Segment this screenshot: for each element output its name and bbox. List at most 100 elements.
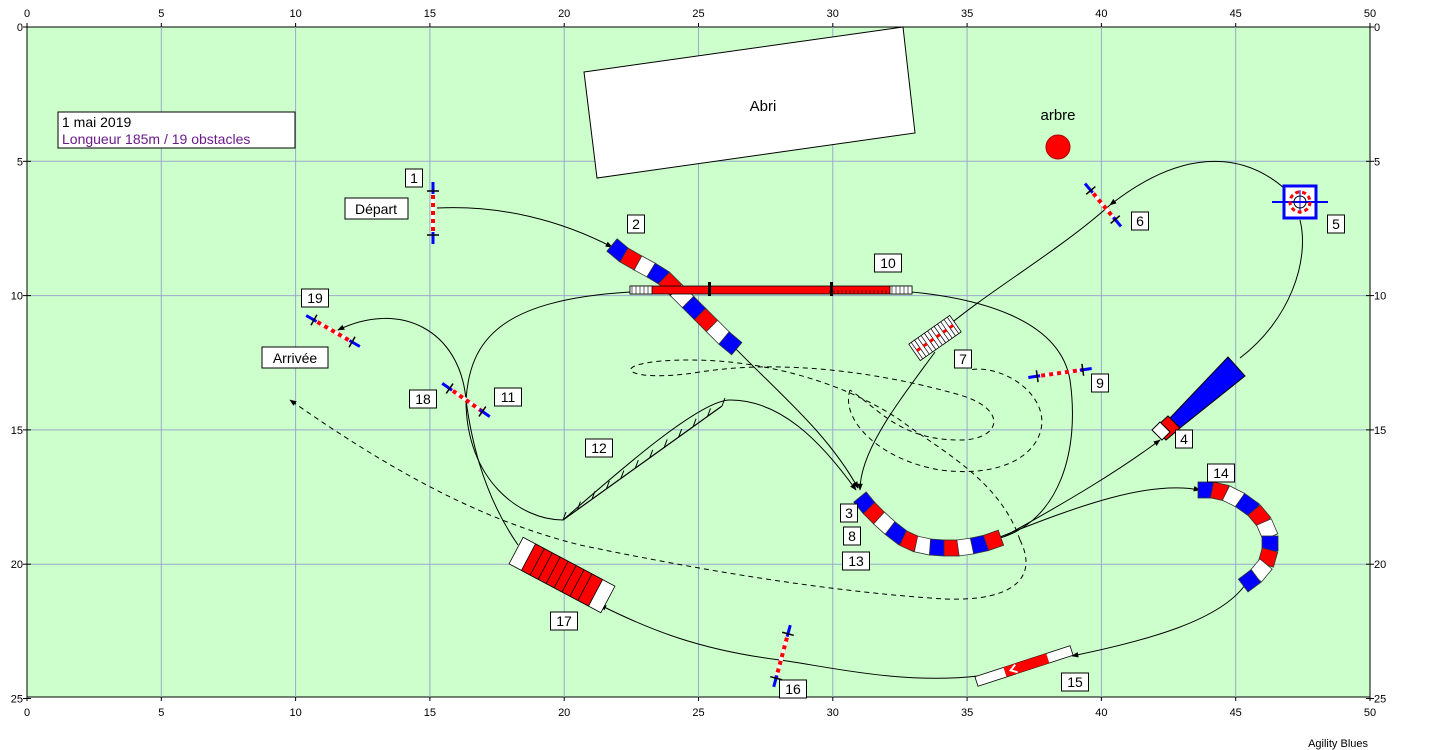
course-date: 1 mai 2019	[62, 114, 131, 130]
x-tick-label: 25	[692, 707, 704, 719]
obstacle-number-8: 8	[843, 526, 861, 546]
shelter: Abri	[583, 26, 916, 179]
svg-text:13: 13	[848, 553, 864, 569]
x-tick-label: 50	[1364, 707, 1376, 719]
seesaw-15	[974, 645, 1074, 687]
obstacle-number-3: 3	[840, 503, 858, 523]
svg-text:15: 15	[1067, 674, 1083, 690]
x-tick-label: 15	[424, 707, 436, 719]
tunnel-14	[1197, 481, 1279, 593]
obstacle-number-10: 10	[874, 253, 902, 273]
axis-ticks: 0055101015152020252530303535404045455050…	[11, 8, 1387, 719]
jump-19	[305, 314, 361, 348]
obstacle-number-13: 13	[842, 551, 870, 571]
svg-text:1: 1	[410, 170, 418, 186]
obstacle-number-18: 18	[409, 389, 437, 409]
jump-1	[427, 182, 439, 244]
svg-text:11: 11	[501, 389, 516, 405]
obstacle-number-9: 9	[1091, 373, 1109, 393]
x-tick-label: 20	[558, 707, 570, 719]
tunnel-2	[606, 238, 743, 356]
obstacle-number-11: 11	[494, 387, 522, 407]
tunnel-3-8-13	[853, 491, 1005, 557]
obstacle-number-2: 2	[627, 214, 645, 234]
x-tick-label: 40	[1095, 707, 1107, 719]
x-tick-label: 5	[158, 707, 164, 719]
y-tick-label: 0	[1374, 22, 1380, 34]
x-tick-label: 35	[961, 8, 973, 20]
obstacle-number-14: 14	[1207, 463, 1235, 483]
x-tick-label: 45	[1230, 8, 1242, 20]
x-tick-label: 30	[827, 8, 839, 20]
x-tick-label: 20	[558, 8, 570, 20]
svg-text:12: 12	[591, 440, 607, 456]
start-label: Départ	[355, 201, 397, 217]
jump-9	[1028, 363, 1092, 383]
x-tick-label: 50	[1364, 8, 1376, 20]
y-tick-label: 25	[1374, 694, 1386, 706]
svg-text:14: 14	[1213, 465, 1229, 481]
x-tick-label: 40	[1095, 8, 1107, 20]
course-length: Longueur 185m / 19 obstacles	[62, 131, 250, 147]
obstacle-number-17: 17	[550, 611, 578, 631]
y-tick-label: 10	[11, 291, 23, 303]
dog-walk-10	[629, 282, 913, 296]
finish-label: Arrivée	[273, 350, 318, 366]
svg-text:4: 4	[1180, 431, 1188, 447]
x-tick-label: 15	[424, 8, 436, 20]
wall-7	[908, 314, 962, 362]
x-tick-label: 5	[158, 8, 164, 20]
x-tick-label: 10	[289, 707, 301, 719]
svg-text:5: 5	[1332, 216, 1340, 232]
y-tick-label: 20	[11, 559, 23, 571]
y-tick-label: 20	[1374, 559, 1386, 571]
svg-text:17: 17	[556, 613, 572, 629]
svg-text:3: 3	[845, 505, 853, 521]
y-tick-label: 15	[1374, 425, 1386, 437]
finish-label-box: Arrivée	[261, 346, 329, 369]
y-tick-label: 0	[17, 22, 23, 34]
obstacle-number-4: 4	[1175, 429, 1193, 449]
tree-icon	[1045, 134, 1071, 160]
x-tick-label: 30	[827, 707, 839, 719]
tree-label: arbre	[1040, 107, 1075, 124]
obstacle-number-1: 1	[405, 168, 423, 188]
table-5	[1272, 184, 1328, 220]
y-tick-label: 10	[1374, 291, 1386, 303]
y-tick-label: 5	[17, 156, 23, 168]
jump-16	[770, 624, 794, 688]
obstacle-number-12: 12	[585, 438, 613, 458]
svg-text:8: 8	[848, 528, 856, 544]
obstacle-number-19: 19	[301, 288, 329, 308]
svg-text:19: 19	[307, 290, 323, 306]
y-tick-label: 25	[11, 694, 23, 706]
x-tick-label: 35	[961, 707, 973, 719]
svg-text:6: 6	[1136, 213, 1144, 229]
obstacle-number-6: 6	[1131, 211, 1149, 231]
footer-credit: Agility Blues	[1308, 738, 1368, 750]
y-tick-label: 5	[1374, 156, 1380, 168]
tree: arbre	[1040, 107, 1076, 160]
x-tick-label: 0	[24, 8, 30, 20]
obstacles	[305, 182, 1328, 688]
obstacle-number-5: 5	[1327, 214, 1345, 234]
obstacle-number-7: 7	[954, 349, 972, 369]
y-tick-label: 15	[11, 425, 23, 437]
a-frame-17	[508, 536, 616, 614]
svg-text:18: 18	[415, 391, 431, 407]
obstacle-number-15: 15	[1061, 672, 1089, 692]
course-info-box: 1 mai 2019 Longueur 185m / 19 obstacles	[57, 111, 296, 149]
svg-text:2: 2	[632, 216, 640, 232]
x-tick-label: 25	[692, 8, 704, 20]
x-tick-label: 0	[24, 707, 30, 719]
jump-11-18	[441, 382, 491, 418]
x-tick-label: 45	[1230, 707, 1242, 719]
shelter-label: Abri	[750, 98, 777, 115]
weave-poles-12	[562, 397, 726, 521]
svg-text:9: 9	[1096, 375, 1104, 391]
svg-text:7: 7	[959, 351, 967, 367]
obstacle-number-16: 16	[779, 679, 807, 699]
svg-text:16: 16	[785, 681, 801, 697]
chute-4	[1151, 356, 1246, 441]
